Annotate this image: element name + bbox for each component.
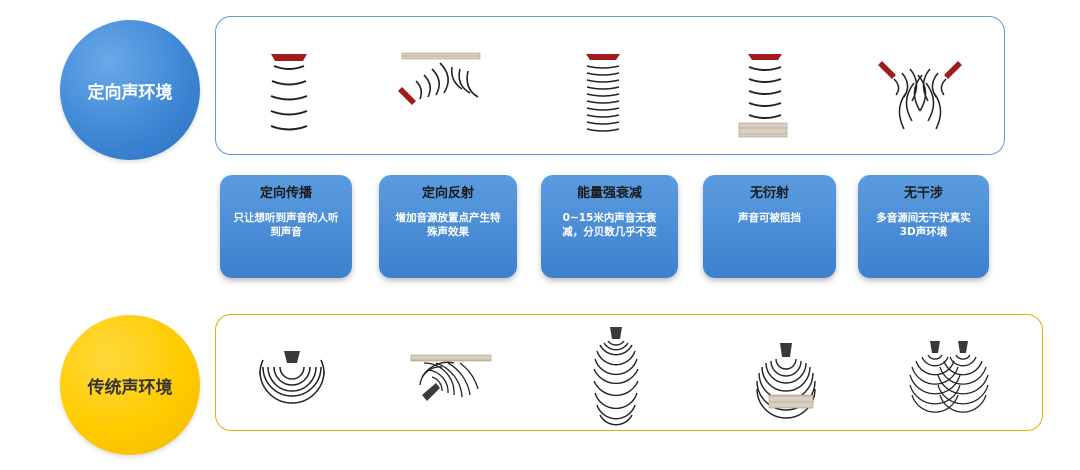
traditional-diffraction-icon (756, 343, 816, 419)
feature-card-energy-attenuation: 能量强衰减 0~15米内声音无衰减，分贝数几乎不变 (541, 175, 678, 278)
traditional-reflection-icon (410, 354, 492, 401)
feature-title: 定向反射 (421, 186, 474, 201)
traditional-illustrations (259, 327, 989, 426)
directional-propagation-icon (270, 54, 308, 131)
traditional-illustration-panel (215, 314, 1043, 431)
no-diffraction-icon (738, 54, 788, 138)
feature-card-no-diffraction: 无衍射 声音可被阻挡 (703, 175, 836, 278)
energy-no-decay-icon (586, 54, 620, 132)
feature-title: 能量强衰减 (576, 186, 642, 201)
feature-description: 增加音源放置点产生特殊声效果 (395, 212, 501, 238)
directional-illustrations (270, 52, 962, 138)
traditional-propagation-icon (259, 351, 325, 404)
traditional-sound-label: 传统声环境 (87, 377, 173, 398)
feature-title: 定向传播 (259, 186, 312, 201)
feature-description: 0~15米内声音无衰减，分贝数几乎不变 (562, 212, 657, 238)
traditional-sound-circle: 传统声环境 (60, 315, 200, 455)
feature-card-no-interference: 无干涉 多音源间无干扰真实3D声环境 (858, 175, 989, 278)
traditional-interference-icon (909, 341, 989, 413)
no-interference-icon (878, 61, 962, 130)
feature-description: 只让想听到声音的人听到声音 (233, 212, 339, 238)
feature-description: 声音可被阻挡 (738, 212, 801, 224)
feature-card-directional-reflection: 定向反射 增加音源放置点产生特殊声效果 (379, 175, 517, 278)
directional-sound-label: 定向声环境 (87, 82, 173, 103)
directional-reflection-icon (398, 52, 481, 105)
feature-title: 无衍射 (749, 186, 789, 201)
traditional-decay-icon (593, 327, 639, 426)
feature-card-directional-propagation: 定向传播 只让想听到声音的人听到声音 (220, 175, 352, 278)
directional-illustration-panel (215, 16, 1005, 155)
feature-description: 多音源间无干扰真实3D声环境 (876, 212, 971, 238)
directional-sound-circle: 定向声环境 (60, 20, 200, 160)
feature-title: 无干涉 (903, 186, 943, 201)
